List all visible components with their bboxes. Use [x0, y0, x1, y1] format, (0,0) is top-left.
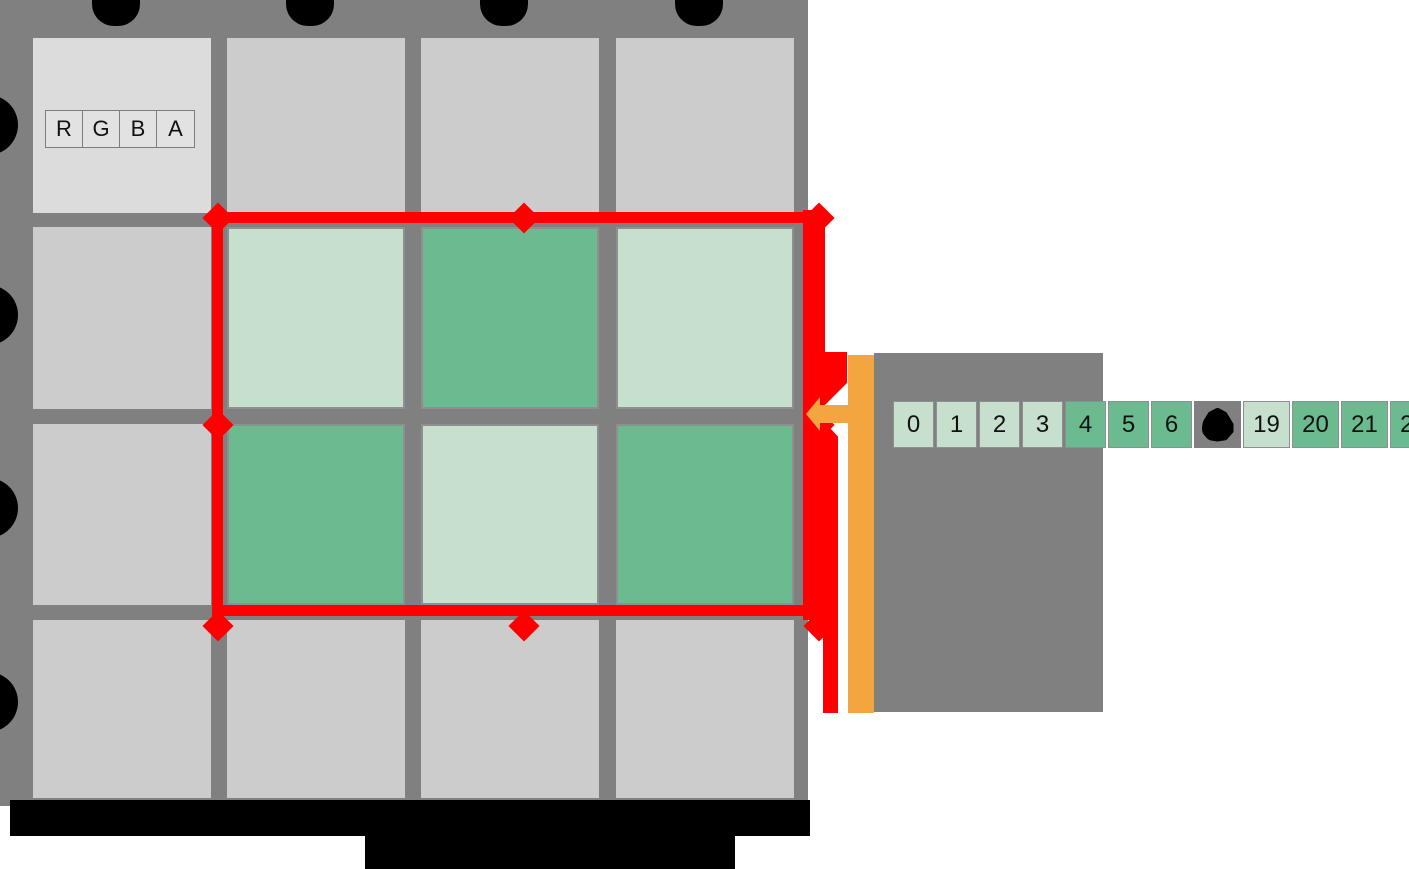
- array-cell-4[interactable]: 4: [1065, 401, 1106, 448]
- column-label-clipped-2: [480, 0, 528, 26]
- flat-rgba-array[interactable]: 0 1 2 3 4 5 6 19 20 21 22 23: [893, 401, 1409, 448]
- column-label-clipped-0: [92, 0, 140, 26]
- row-label-clipped-1: [0, 285, 18, 345]
- pixel-cell-r2c1[interactable]: [227, 424, 405, 605]
- maps-to-arrow-crossbar: [813, 405, 875, 423]
- pixel-cell-r3c3[interactable]: [616, 620, 794, 798]
- rgba-channel-chip[interactable]: R G B A: [45, 110, 195, 148]
- pixel-cell-r1c2[interactable]: [421, 227, 599, 409]
- pixel-cell-r0c1[interactable]: [227, 38, 405, 213]
- pixel-cell-r0c3[interactable]: [616, 38, 794, 213]
- channel-chip-g[interactable]: G: [83, 111, 120, 147]
- channel-chip-r[interactable]: R: [46, 111, 83, 147]
- pixel-cell-r1c0[interactable]: [33, 227, 211, 409]
- pixel-cell-r2c0[interactable]: [33, 424, 211, 605]
- pixel-cell-r3c0[interactable]: [33, 620, 211, 798]
- pixel-cell-r2c3[interactable]: [616, 424, 794, 605]
- array-cell-0[interactable]: 0: [893, 401, 934, 448]
- pixel-cell-r0c2[interactable]: [421, 38, 599, 213]
- channel-chip-a[interactable]: A: [168, 116, 183, 141]
- pixel-cell-r3c1[interactable]: [227, 620, 405, 798]
- array-cell-3[interactable]: 3: [1022, 401, 1063, 448]
- array-cell-19[interactable]: 19: [1243, 401, 1290, 448]
- pixel-cell-r3c2[interactable]: [421, 620, 599, 798]
- row-label-clipped-2: [0, 478, 18, 538]
- row-label-clipped-3: [0, 672, 18, 732]
- column-label-clipped-3: [675, 0, 723, 26]
- array-gap-marker: [1194, 401, 1241, 448]
- array-cell-22[interactable]: 22: [1390, 401, 1409, 448]
- array-cell-1[interactable]: 1: [936, 401, 977, 448]
- array-cell-21[interactable]: 21: [1341, 401, 1388, 448]
- row-label-clipped-0: [0, 95, 18, 155]
- pixel-cell-r2c2[interactable]: [421, 424, 599, 605]
- pixel-cell-r1c1[interactable]: [227, 227, 405, 409]
- array-cell-2[interactable]: 2: [979, 401, 1020, 448]
- bottom-caption-clipped-1: [365, 836, 735, 869]
- connector-gap: [838, 405, 850, 715]
- column-label-clipped-1: [286, 0, 334, 26]
- pixel-grid-panel: R G B A: [0, 0, 808, 806]
- bottom-caption-clipped-0: [10, 800, 810, 836]
- array-cell-20[interactable]: 20: [1292, 401, 1339, 448]
- pixel-cell-r1c3[interactable]: [616, 227, 794, 409]
- ellipsis-drop-icon: [1201, 407, 1234, 442]
- channel-chip-b[interactable]: B: [120, 111, 157, 147]
- array-cell-6[interactable]: 6: [1151, 401, 1192, 448]
- array-cell-5[interactable]: 5: [1108, 401, 1149, 448]
